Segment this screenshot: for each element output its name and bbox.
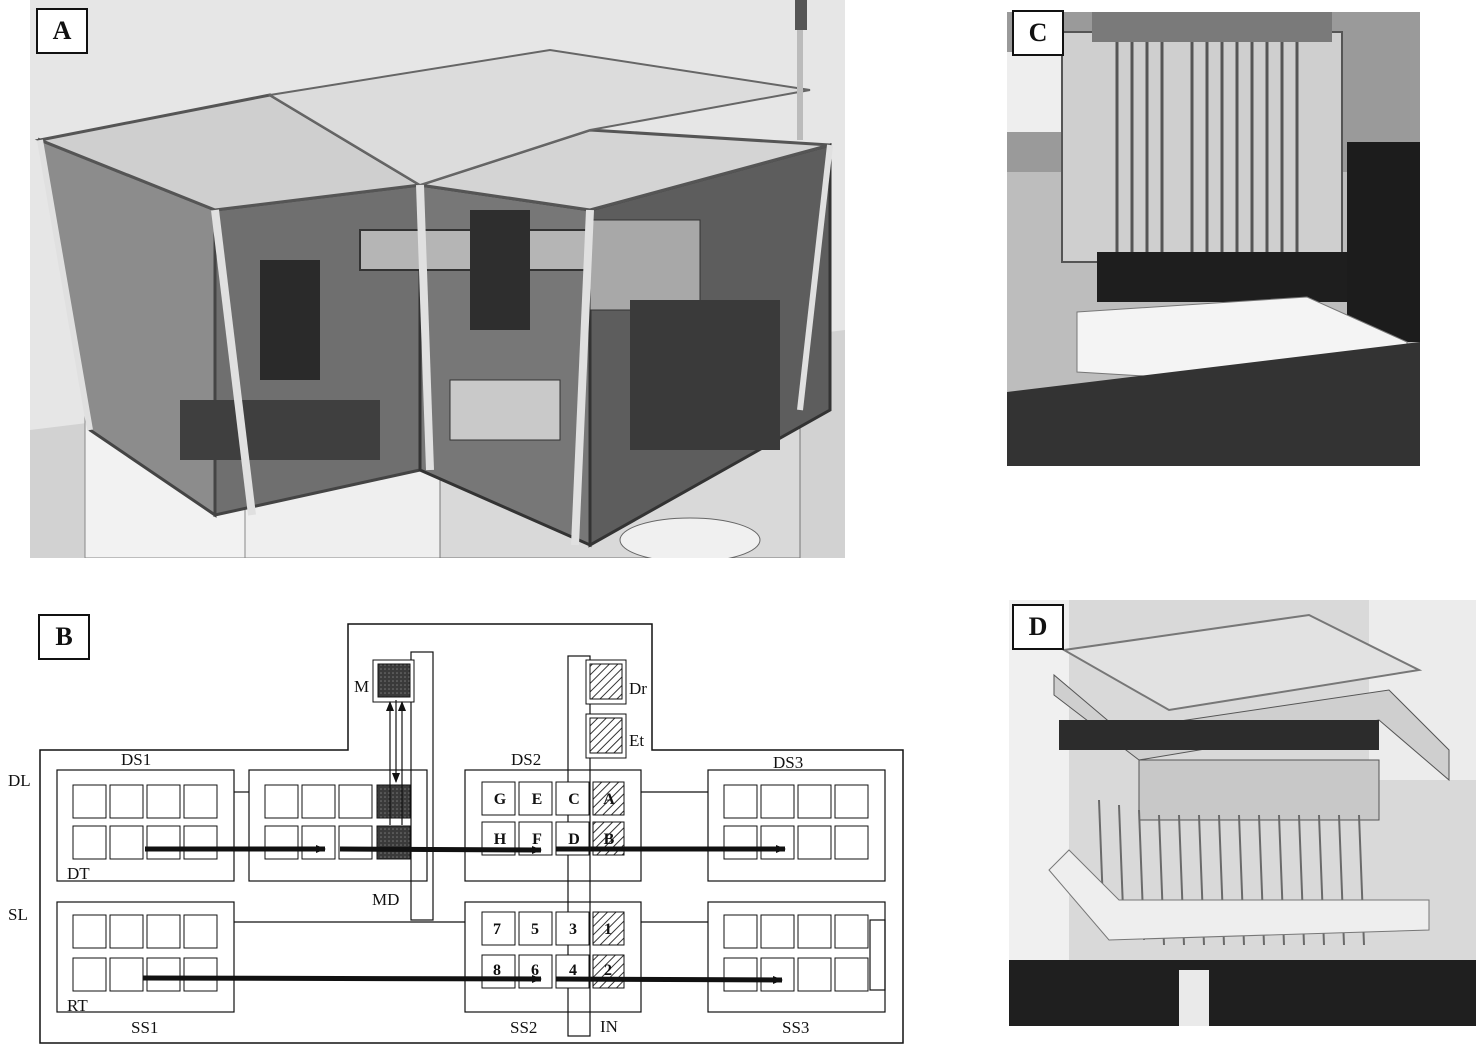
ds2-well-label: F: [532, 831, 542, 848]
ds2-well-label: H: [494, 831, 507, 848]
ds2-well-label: A: [603, 791, 615, 808]
well-grid: [72, 781, 869, 992]
ss2-well-label: 2: [604, 962, 612, 979]
label-ds1: DS1: [121, 750, 151, 769]
label-in: IN: [600, 1017, 618, 1036]
dark-well: [376, 825, 411, 860]
photo-panel-c: [1007, 12, 1420, 466]
ds2-well-label: B: [604, 831, 615, 848]
ss2-well-label: 3: [569, 921, 577, 938]
label-dr: Dr: [629, 679, 647, 698]
layout-diagram: DL SL DS1 DS2 DS3 SS1 SS2 SS3 DT RT MD I…: [8, 623, 904, 1044]
hatched-well: [592, 781, 625, 816]
ds2-well-label: D: [568, 831, 580, 848]
photo-panel-d: [1009, 600, 1476, 1026]
md-rail: [410, 651, 434, 921]
ss2-well-label: 7: [493, 921, 501, 938]
panel-label-a: A: [36, 8, 88, 54]
ds2-well-label: C: [568, 791, 580, 808]
photo-panel-a: [30, 0, 845, 558]
dark-well: [376, 784, 411, 819]
hatched-well: [592, 911, 625, 946]
label-m: M: [354, 677, 369, 696]
ss2-well-label: 8: [493, 962, 501, 979]
station-ds1: [56, 769, 235, 882]
label-et: Et: [629, 731, 644, 750]
dl-flow-arrow-2: [339, 845, 542, 854]
ss2-well-label: 6: [531, 962, 539, 979]
station-ss1: [56, 901, 235, 1013]
panel-label-d: D: [1012, 604, 1064, 650]
label-dl: DL: [8, 771, 31, 790]
panel-label-c: C: [1012, 10, 1064, 56]
ss2-well-label: 5: [531, 921, 539, 938]
label-ds2: DS2: [511, 750, 541, 769]
station-md: [248, 769, 428, 882]
sl-flow-arrow-1: [142, 974, 542, 983]
ss2-well-label: 4: [569, 962, 577, 979]
station-ds2: [464, 769, 642, 882]
ds2-well-label: G: [494, 791, 507, 808]
ds2-well-label: E: [532, 791, 543, 808]
sl-flow-arrow-2: [555, 975, 783, 984]
panel-label-b: B: [38, 614, 90, 660]
ss3-end-block: [869, 919, 886, 991]
station-ss2: [464, 901, 642, 1013]
label-ds3: DS3: [773, 753, 803, 772]
label-ss2: SS2: [510, 1018, 537, 1037]
station-ds3: [707, 769, 886, 882]
label-ss1: SS1: [131, 1018, 158, 1037]
hatched-well: [592, 954, 625, 989]
module-dr: [589, 663, 623, 700]
label-dt: DT: [67, 864, 90, 883]
module-et: [589, 717, 623, 754]
label-ss3: SS3: [782, 1018, 809, 1037]
label-md: MD: [372, 890, 399, 909]
label-sl: SL: [8, 905, 28, 924]
label-rt: RT: [67, 996, 88, 1015]
ss2-well-label: 1: [604, 921, 612, 938]
module-m: [377, 663, 411, 698]
outer-frame: [39, 623, 904, 1044]
